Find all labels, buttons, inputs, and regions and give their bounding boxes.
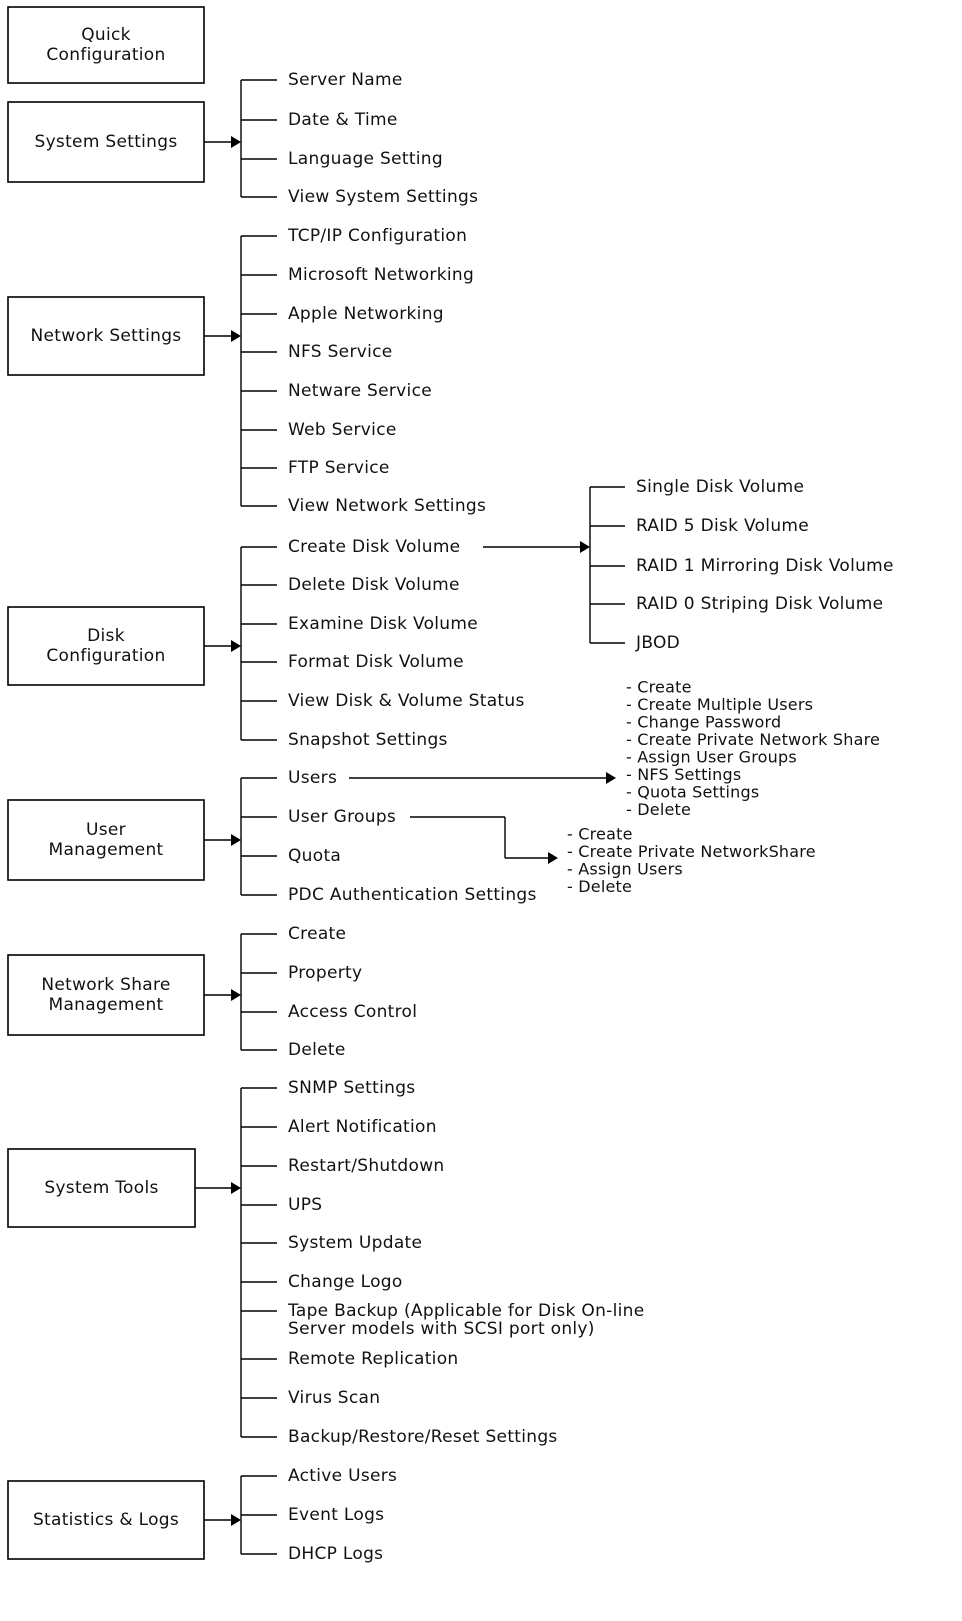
- user-management-item-label: Users: [288, 768, 337, 788]
- users-submenu-item: - Assign User Groups: [626, 748, 797, 767]
- user-groups-submenu-item: - Create: [567, 825, 633, 844]
- system-settings-item-label: View System Settings: [288, 187, 478, 207]
- statistics-logs-box: [7, 1480, 205, 1560]
- statistics-logs-title: Statistics & Logs: [33, 1510, 179, 1530]
- users-submenu-item: - Create Multiple Users: [626, 695, 813, 714]
- disk-configuration-arrow-icon: [231, 640, 241, 652]
- system-settings-item-label: Server Name: [288, 70, 403, 90]
- disk-configuration-item-label: Create Disk Volume: [288, 537, 460, 557]
- system-tools-box: [7, 1148, 196, 1228]
- network-settings-item-label: Microsoft Networking: [288, 265, 474, 285]
- user-management-title: User: [86, 820, 126, 840]
- system-settings-item-label: Date & Time: [288, 110, 398, 130]
- system-tools-item-label: Virus Scan: [288, 1388, 380, 1408]
- user-management-item-label: User Groups: [288, 807, 396, 827]
- user-groups-arrow-icon: [548, 852, 558, 864]
- disk-configuration-item-label: Snapshot Settings: [288, 730, 448, 750]
- disk-configuration-title: Disk: [87, 626, 125, 646]
- network-settings-item-label: TCP/IP Configuration: [287, 226, 467, 246]
- users-arrow-icon: [606, 772, 616, 784]
- quick-configuration-box: [7, 6, 205, 84]
- statistics-logs-item-label: DHCP Logs: [288, 1544, 383, 1564]
- system-tools-arrow-icon: [231, 1182, 241, 1194]
- system-tools-item-label: Remote Replication: [288, 1349, 458, 1369]
- system-tools-item-label: Server models with SCSI port only): [288, 1319, 595, 1339]
- user-groups-submenu-item: - Delete: [567, 877, 632, 896]
- create-volume-arrow-icon: [580, 541, 590, 553]
- user-management-item-label: Quota: [288, 846, 341, 866]
- users-submenu-item: - NFS Settings: [626, 765, 741, 784]
- user-groups-submenu-item: - Create Private NetworkShare: [567, 842, 816, 861]
- network-share-management-item-label: Delete: [288, 1040, 346, 1060]
- users-submenu-item: - Create Private Network Share: [626, 730, 880, 749]
- volume-type-label: RAID 1 Mirroring Disk Volume: [636, 556, 894, 576]
- network-settings-item-label: NFS Service: [288, 342, 393, 362]
- quick-configuration-title: Quick: [81, 25, 131, 45]
- system-settings-box: [7, 101, 205, 183]
- network-settings-item-label: View Network Settings: [288, 496, 486, 516]
- users-submenu-item: - Delete: [626, 800, 691, 819]
- system-settings-item-label: Language Setting: [288, 149, 443, 169]
- network-share-management-item-label: Property: [288, 963, 362, 983]
- users-submenu-item: - Quota Settings: [626, 783, 759, 802]
- user-management-item-label: PDC Authentication Settings: [288, 885, 537, 905]
- volume-type-label: RAID 5 Disk Volume: [636, 516, 809, 536]
- network-settings-item-label: Netware Service: [288, 381, 432, 401]
- network-settings-item-label: Web Service: [288, 420, 397, 440]
- statistics-logs-item-label: Event Logs: [288, 1505, 384, 1525]
- system-tools-title: System Tools: [44, 1178, 158, 1198]
- network-share-management-box: [7, 954, 205, 1036]
- user-groups-submenu-item: - Assign Users: [567, 860, 683, 879]
- network-settings-item-label: Apple Networking: [288, 304, 444, 324]
- disk-configuration-item-label: Delete Disk Volume: [288, 575, 460, 595]
- network-share-management-title: Network Share: [41, 975, 170, 995]
- user-management-title: Management: [49, 840, 164, 860]
- system-settings-title: System Settings: [34, 132, 177, 152]
- statistics-logs-item-label: Active Users: [288, 1466, 397, 1486]
- system-tools-item-label: SNMP Settings: [288, 1078, 415, 1098]
- statistics-logs-arrow-icon: [231, 1514, 241, 1526]
- user-management-arrow-icon: [231, 834, 241, 846]
- quick-configuration-title: Configuration: [46, 45, 165, 65]
- users-submenu-item: - Create: [626, 678, 692, 697]
- network-share-management-title: Management: [49, 995, 164, 1015]
- system-tools-item-label: Alert Notification: [288, 1117, 437, 1137]
- system-tools-item-label: UPS: [288, 1195, 322, 1215]
- system-tools-item-label: Tape Backup (Applicable for Disk On-line: [287, 1301, 644, 1321]
- system-tools-item-label: Backup/Restore/Reset Settings: [288, 1427, 558, 1447]
- network-settings-arrow-icon: [231, 330, 241, 342]
- system-settings-arrow-icon: [231, 136, 241, 148]
- disk-configuration-box: [7, 606, 205, 686]
- volume-type-label: RAID 0 Striping Disk Volume: [636, 594, 883, 614]
- disk-configuration-title: Configuration: [46, 646, 165, 666]
- network-share-management-item-label: Access Control: [288, 1002, 417, 1022]
- system-tools-item-label: Restart/Shutdown: [288, 1156, 445, 1176]
- network-settings-title: Network Settings: [31, 326, 182, 346]
- disk-configuration-item-label: Format Disk Volume: [288, 652, 464, 672]
- disk-configuration-item-label: View Disk & Volume Status: [288, 691, 525, 711]
- users-submenu-item: - Change Password: [626, 713, 781, 732]
- volume-type-label: Single Disk Volume: [636, 477, 804, 497]
- volume-type-label: JBOD: [635, 633, 680, 653]
- network-settings-item-label: FTP Service: [288, 458, 390, 478]
- system-tools-item-label: System Update: [288, 1233, 422, 1253]
- system-tools-item-label: Change Logo: [288, 1272, 403, 1292]
- disk-configuration-item-label: Examine Disk Volume: [288, 614, 478, 634]
- network-share-management-arrow-icon: [231, 989, 241, 1001]
- network-share-management-item-label: Create: [288, 924, 346, 944]
